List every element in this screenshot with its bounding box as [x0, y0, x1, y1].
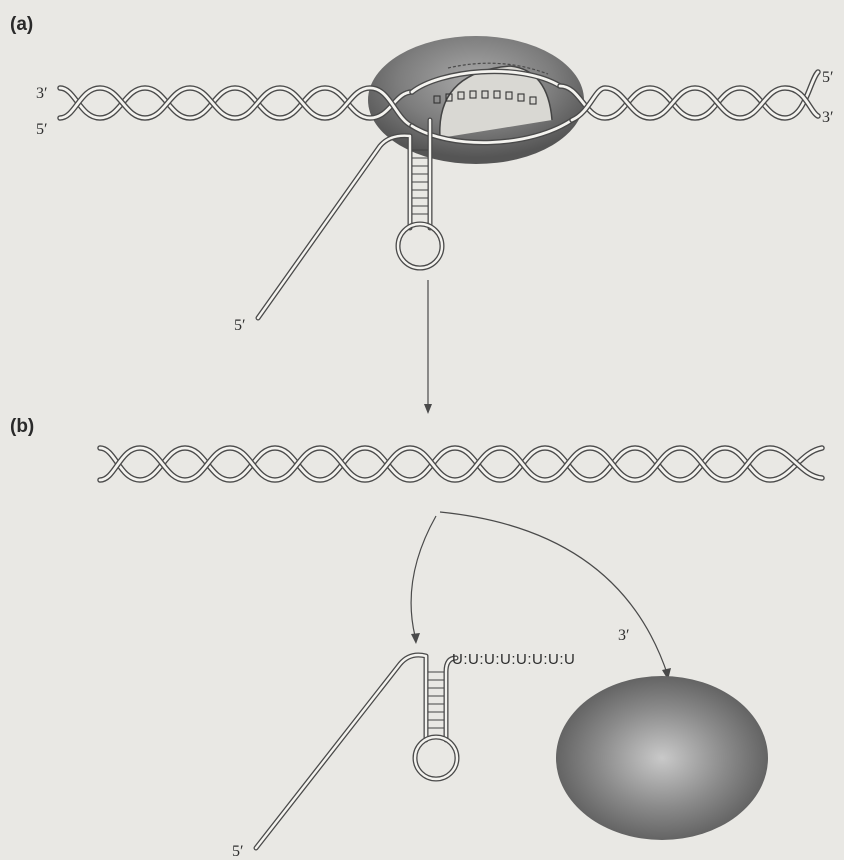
label-5prime-right-a: 5′	[822, 69, 834, 86]
dna-helix-right-a	[560, 72, 818, 120]
label-rna-5prime-a: 5′	[234, 317, 246, 334]
panel-a-label: (a)	[10, 14, 33, 35]
panel-a: 3′ 5′ 5′ 3′ 5′	[36, 36, 834, 334]
label-3prime-left-a: 3′	[36, 85, 48, 102]
arrow-rna-release	[411, 516, 436, 640]
dna-helix-left-a	[60, 88, 412, 126]
label-rna-5prime-b: 5′	[232, 843, 244, 860]
rna-polymerase-released	[556, 676, 768, 840]
label-3prime-right-a: 3′	[822, 109, 834, 126]
label-rna-3prime-b: 3′	[618, 627, 630, 644]
panel-b: U:U:U:U:U:U:U:U 3′ 5′	[100, 448, 822, 860]
panel-b-label: (b)	[10, 416, 34, 437]
rna-hairpin-a	[258, 120, 442, 318]
label-5prime-left-a: 5′	[36, 121, 48, 138]
rna-hairpin-b	[256, 655, 457, 848]
uridine-tail: U:U:U:U:U:U:U:U	[452, 651, 575, 668]
arrow-a-to-b-head	[424, 404, 432, 414]
arrow-rna-release-head	[411, 633, 420, 644]
dna-helix-b	[100, 448, 822, 480]
